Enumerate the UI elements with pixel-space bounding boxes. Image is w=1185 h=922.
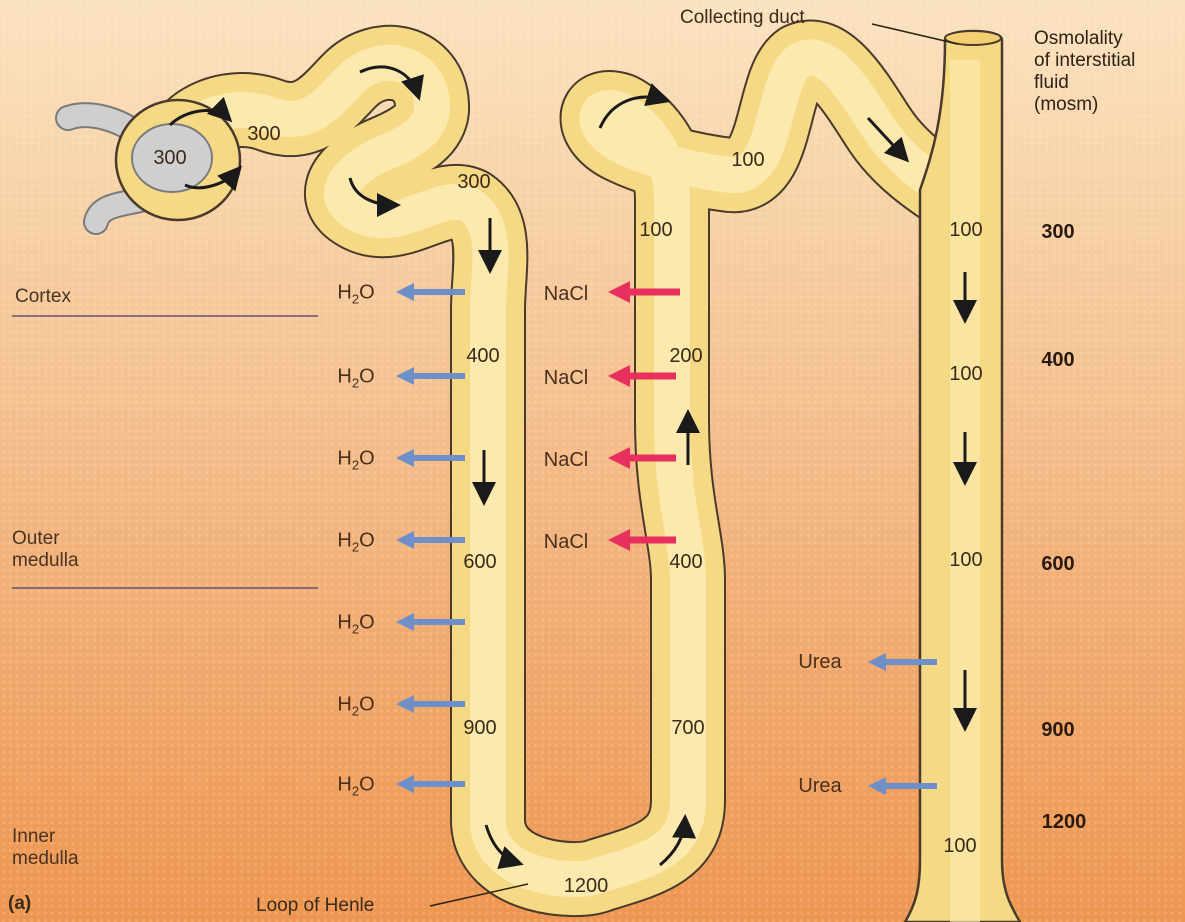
osmolality-300: 300 — [1041, 222, 1074, 242]
collecting-duct-leader — [872, 24, 958, 44]
descending-limb-900: 900 — [463, 718, 496, 738]
water-label: H2O — [337, 695, 374, 718]
collecting-duct-100-d: 100 — [943, 836, 976, 856]
ascending-limb-700: 700 — [671, 718, 704, 738]
urea-label: Urea — [798, 652, 841, 672]
nacl-label: NaCl — [544, 450, 588, 470]
collecting-duct-100-c: 100 — [949, 550, 982, 570]
water-label: H2O — [337, 531, 374, 554]
osmolality-1200: 1200 — [1042, 812, 1087, 832]
ascending-limb-200: 200 — [669, 346, 702, 366]
proximal-straight-value: 300 — [457, 172, 490, 192]
descending-limb-400: 400 — [466, 346, 499, 366]
nacl-label: NaCl — [544, 368, 588, 388]
collecting-duct-100-b: 100 — [949, 364, 982, 384]
water-label: H2O — [337, 449, 374, 472]
nacl-label: NaCl — [544, 284, 588, 304]
loop-of-henle-label: Loop of Henle — [256, 896, 374, 915]
loop-bottom-1200: 1200 — [564, 876, 609, 896]
collecting-duct-label: Collecting duct — [680, 8, 805, 27]
water-label: H2O — [337, 367, 374, 390]
osmolality-header: Osmolality of interstitial fluid (mosm) — [1034, 28, 1135, 115]
collecting-duct-100-a: 100 — [949, 220, 982, 240]
water-label: H2O — [337, 283, 374, 306]
descending-limb-600: 600 — [463, 552, 496, 572]
water-label: H2O — [337, 613, 374, 636]
zone-inner-medulla: Inner medulla — [12, 826, 79, 870]
osmolality-600: 600 — [1041, 554, 1074, 574]
zone-outer-medulla: Outer medulla — [12, 528, 79, 572]
water-label: H2O — [337, 775, 374, 798]
zone-cortex: Cortex — [15, 286, 71, 308]
proximal-tubule-value: 300 — [247, 124, 280, 144]
nacl-label: NaCl — [544, 532, 588, 552]
urea-label: Urea — [798, 776, 841, 796]
osmolality-400: 400 — [1041, 350, 1074, 370]
panel-label: (a) — [8, 894, 31, 913]
glomerulus-value: 300 — [153, 148, 186, 168]
distal-tubule-100: 100 — [731, 150, 764, 170]
ascending-limb-400: 400 — [669, 552, 702, 572]
osmolality-900: 900 — [1041, 720, 1074, 740]
ascending-limb-100: 100 — [639, 220, 672, 240]
